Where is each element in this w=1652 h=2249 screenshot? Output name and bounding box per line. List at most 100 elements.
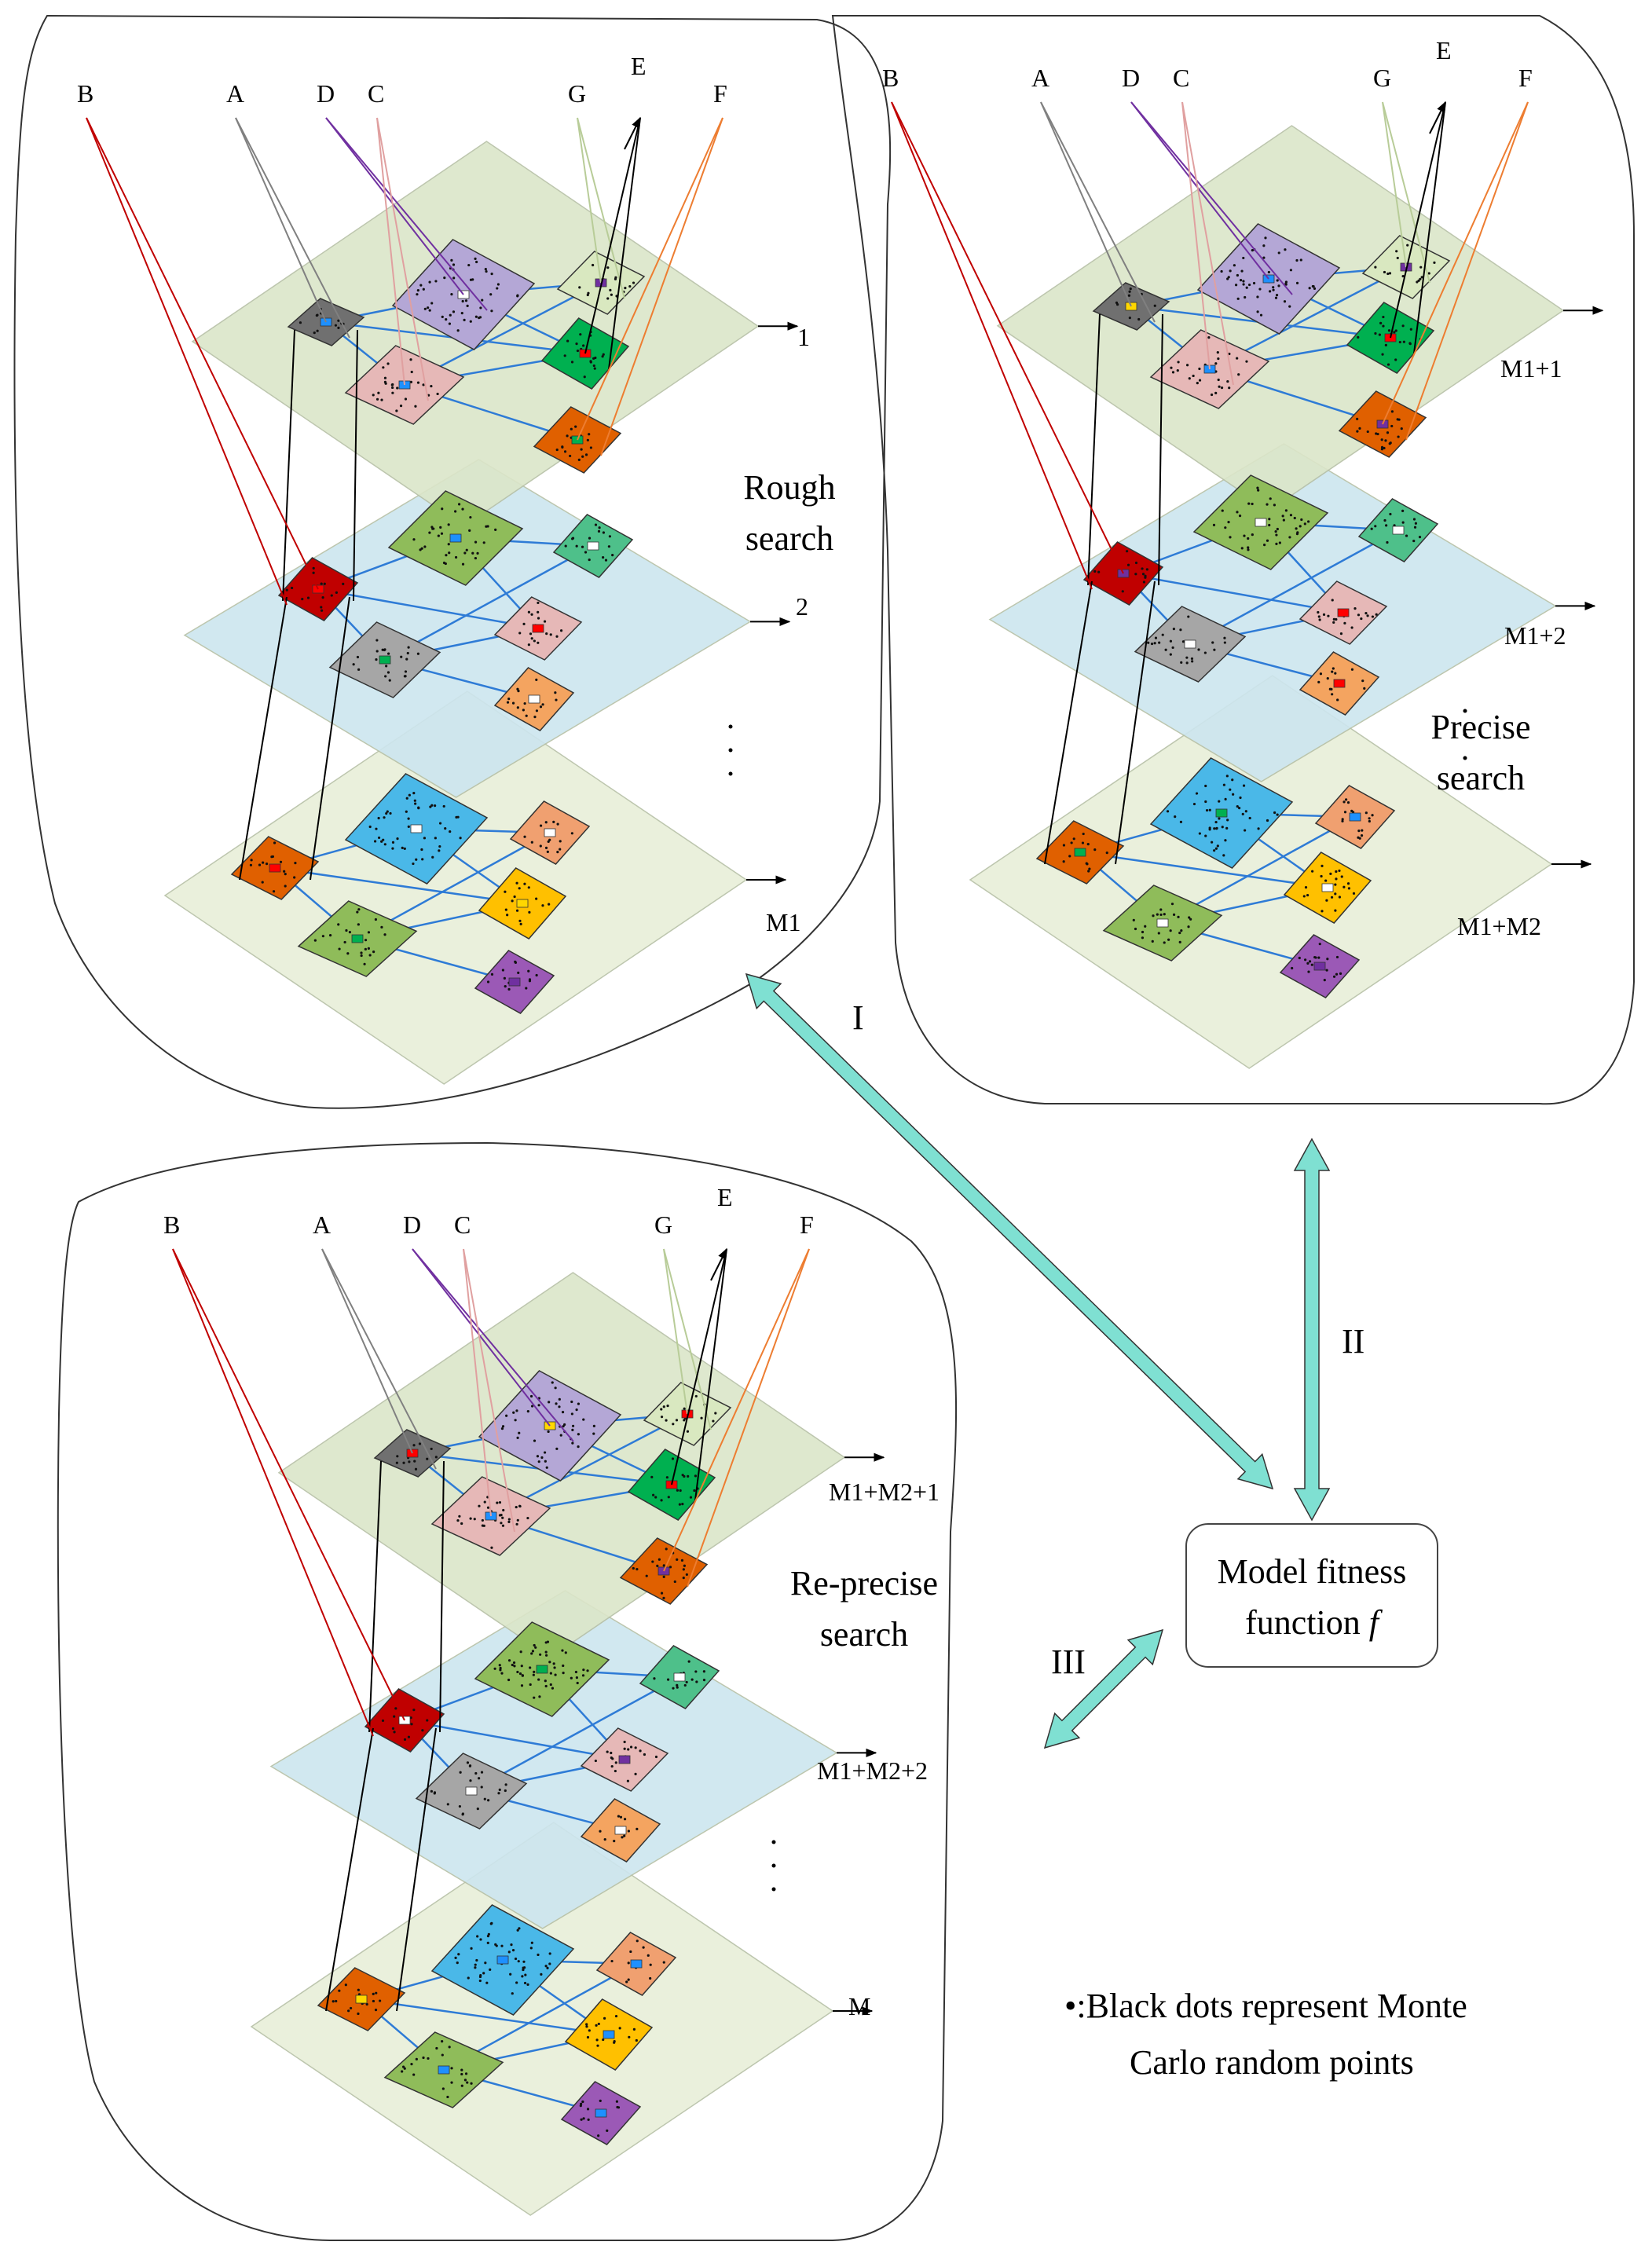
panel-title-line2: search [745, 519, 833, 558]
legend-text-1: Black dots represent Monte [1086, 1987, 1467, 2025]
cluster-L3-3-monte-carlo-dots [1341, 798, 1374, 840]
cluster-label-F: F [1518, 64, 1533, 92]
continuation-dot [1463, 756, 1467, 760]
cluster-L1-2-monte-carlo-dots [1220, 236, 1317, 317]
cluster-L2-1-monte-carlo-dots [285, 566, 345, 612]
cluster-label-C: C [368, 79, 384, 108]
continuation-dot [1463, 732, 1467, 737]
layer-label-3: M1+M2 [1457, 912, 1541, 940]
cluster-L2-6-monte-carlo-dots [599, 1815, 639, 1843]
cluster-L3-1-monte-carlo-dots [1062, 832, 1108, 873]
panel-title-line2: search [1437, 759, 1525, 797]
cluster-L1-5-monte-carlo-dots [1357, 315, 1422, 366]
letter-lines [891, 101, 1529, 590]
cluster-label-B: B [882, 64, 899, 92]
fitness-box-line2-prefix: function [1245, 1603, 1369, 1642]
layer-arrows [833, 1452, 885, 2016]
cluster-L3-3-monte-carlo-dots [523, 820, 573, 854]
cluster-L2-2-monte-carlo-dots [1212, 486, 1310, 551]
cluster-label-E: E [717, 1183, 733, 1211]
cluster-label-G: G [1373, 64, 1391, 92]
cluster-label-D: D [1122, 64, 1140, 92]
cluster-L3-1-monte-carlo-dots [249, 841, 297, 893]
cluster-L1-6-monte-carlo-dots [632, 1548, 688, 1600]
cluster-label-A: A [313, 1211, 331, 1239]
cluster-L3-3-monte-carlo-dots [610, 1939, 665, 1983]
arrow-label-II: II [1342, 1322, 1364, 1361]
cluster-L1-4-monte-carlo-dots [372, 358, 439, 412]
layer-label-2: M1+M2+2 [817, 1756, 928, 1785]
fitness-box-line1: Model fitness [1218, 1552, 1407, 1591]
cluster-L2-4-monte-carlo-dots [1147, 615, 1226, 665]
cluster-label-G: G [568, 79, 586, 108]
hierarchy-lines [239, 329, 358, 881]
letter-lines [86, 116, 723, 606]
clusters [230, 239, 646, 1014]
panel-title-line1: Precise [1430, 708, 1530, 746]
cluster-L3-4-monte-carlo-dots [401, 2040, 473, 2099]
cluster-label-D: D [317, 79, 335, 108]
continuation-dot [771, 1840, 776, 1844]
cluster-L2-3-monte-carlo-dots [1370, 509, 1422, 544]
layer-label-2: 2 [796, 592, 808, 621]
legend-marker: •: [1064, 1987, 1086, 2025]
cluster-label-C: C [454, 1211, 471, 1239]
cluster-L3-6-monte-carlo-dots [486, 960, 538, 991]
arrow-III [1043, 1628, 1164, 1749]
precise-panel-outline [831, 15, 1635, 1105]
arrow-I [745, 972, 1274, 1490]
arrow-II [1293, 1137, 1331, 1522]
letter-lines [172, 1247, 810, 1737]
cluster-L2-4-monte-carlo-dots [430, 1761, 507, 1816]
cluster-label-D: D [403, 1211, 421, 1239]
layer-label-1: M1+1 [1500, 354, 1562, 383]
rough-panel-outline [13, 14, 892, 1109]
fitness-box-line2: function f [1245, 1603, 1383, 1642]
hierarchy-lines [325, 1460, 445, 2012]
arrow-label-III: III [1051, 1643, 1086, 1681]
cluster-L2-1-monte-carlo-dots [381, 1707, 429, 1742]
continuation-dot [1463, 709, 1467, 713]
continuation-dot [728, 771, 733, 776]
cluster-L3-2-monte-carlo-dots [368, 792, 462, 866]
cluster-L3-2-monte-carlo-dots [454, 1921, 551, 1995]
cluster-L1-5-monte-carlo-dots [650, 1457, 699, 1506]
cluster-L3-2-monte-carlo-dots [1166, 775, 1279, 857]
legend-line2: Carlo random points [1130, 2043, 1414, 2082]
panel-title-line1: Re-precise [790, 1564, 938, 1603]
hierarchy-lines [1044, 313, 1163, 865]
continuation-dot [771, 1887, 776, 1892]
cluster-L3-4-monte-carlo-dots [1132, 903, 1192, 944]
cluster-L2-5-monte-carlo-dots [518, 601, 563, 646]
cluster-L2-1-monte-carlo-dots [1093, 550, 1148, 593]
cluster-label-B: B [163, 1211, 180, 1239]
legend-line1: •:Black dots represent Monte [1064, 1987, 1467, 2025]
layer-label-1: M1+M2+1 [829, 1478, 940, 1506]
continuation-dot [728, 748, 733, 753]
cluster-L1-6-monte-carlo-dots [555, 425, 593, 461]
cluster-label-A: A [1031, 64, 1049, 92]
cluster-label-G: G [654, 1211, 672, 1239]
cluster-label-E: E [631, 52, 647, 80]
cluster-L3-5-monte-carlo-dots [585, 2014, 638, 2047]
cluster-label-A: A [226, 79, 244, 108]
cluster-label-E: E [1436, 36, 1452, 64]
panel-2: B A D C G E F M1+1M1+2M1+M2 Precise search [882, 36, 1604, 1069]
layer-label-1: 1 [797, 323, 810, 351]
layer-label-2: M1+2 [1504, 621, 1566, 650]
layer-label-3: M1 [766, 908, 800, 936]
panel-title-line2: search [820, 1615, 908, 1654]
re-precise-panel-outline [57, 1141, 958, 2241]
layer-arrows [746, 321, 799, 885]
cluster-label-C: C [1173, 64, 1189, 92]
arrow-label-I: I [852, 998, 864, 1037]
cluster-L3-4-monte-carlo-dots [313, 908, 386, 965]
clusters [1035, 223, 1451, 998]
cluster-label-B: B [77, 79, 93, 108]
cluster-L1-1-monte-carlo-dots [395, 1442, 438, 1471]
cluster-L3-6-monte-carlo-dots [579, 2099, 621, 2137]
layer-arrows [1551, 306, 1604, 869]
